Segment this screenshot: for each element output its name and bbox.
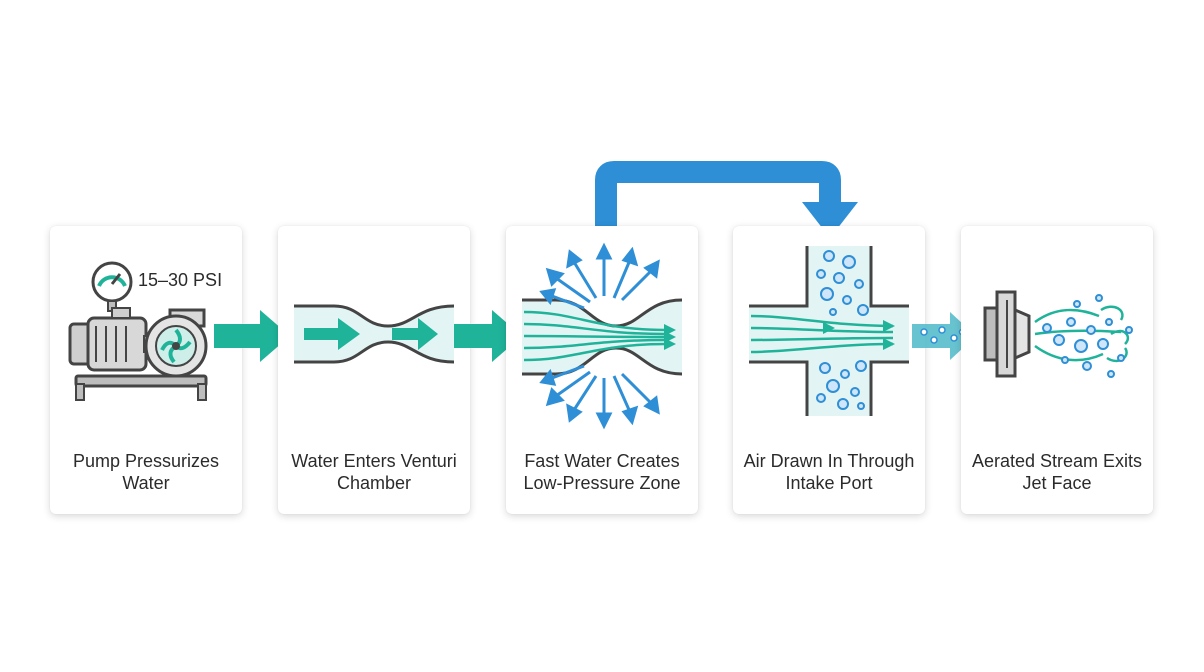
- step-card-low-pressure: Fast Water Creates Low-Pressure Zone: [506, 226, 698, 514]
- pump-illustration: [68, 261, 208, 401]
- step-label-venturi: Water Enters Venturi Chamber: [291, 451, 457, 493]
- flow-arrow-2: [454, 310, 522, 362]
- impeller-icon: [144, 308, 208, 378]
- flow-arrowheads: [664, 324, 676, 350]
- spray-bubbles: [1042, 294, 1133, 378]
- suction-arrows-bottom: [539, 364, 660, 430]
- pump-motor-icon: [68, 307, 155, 372]
- flow-lines: [523, 310, 667, 362]
- venturi-chamber-illustration: [294, 304, 455, 364]
- flow-arrow-icon: [392, 318, 438, 350]
- step-card-jet-face: Aerated Stream Exits Jet Face: [961, 226, 1153, 514]
- air-feedback-arrow: [595, 161, 858, 238]
- flow-arrow-1: [214, 310, 290, 362]
- air-intake-illustration: [749, 246, 909, 416]
- low-pressure-zone-illustration: [522, 242, 683, 430]
- step-label-air-intake: Air Drawn In Through Intake Port: [743, 451, 915, 493]
- aerated-flow-arrow: [912, 312, 976, 360]
- air-bubbles: [816, 250, 869, 410]
- suction-arrows-top: [539, 242, 660, 310]
- pressure-gauge-icon: [91, 261, 133, 312]
- flow-lines: [750, 314, 894, 354]
- step-card-pump: Pump Pressurizes Water: [50, 226, 242, 514]
- flow-arrow-icon: [304, 318, 360, 350]
- jet-nozzle-icon: [983, 290, 1031, 378]
- jet-face-illustration: [983, 290, 1133, 378]
- flow-arrowheads: [823, 320, 895, 350]
- pressure-label: 15–30 PSI: [138, 270, 223, 290]
- step-label-low-pressure: Fast Water Creates Low-Pressure Zone: [523, 451, 681, 493]
- step-card-air-intake: Air Drawn In Through Intake Port: [733, 226, 925, 514]
- step-label-jet-face: Aerated Stream Exits Jet Face: [971, 451, 1143, 493]
- step-card-venturi: Water Enters Venturi Chamber: [278, 226, 470, 514]
- step-label-pump: Pump Pressurizes Water: [72, 451, 220, 493]
